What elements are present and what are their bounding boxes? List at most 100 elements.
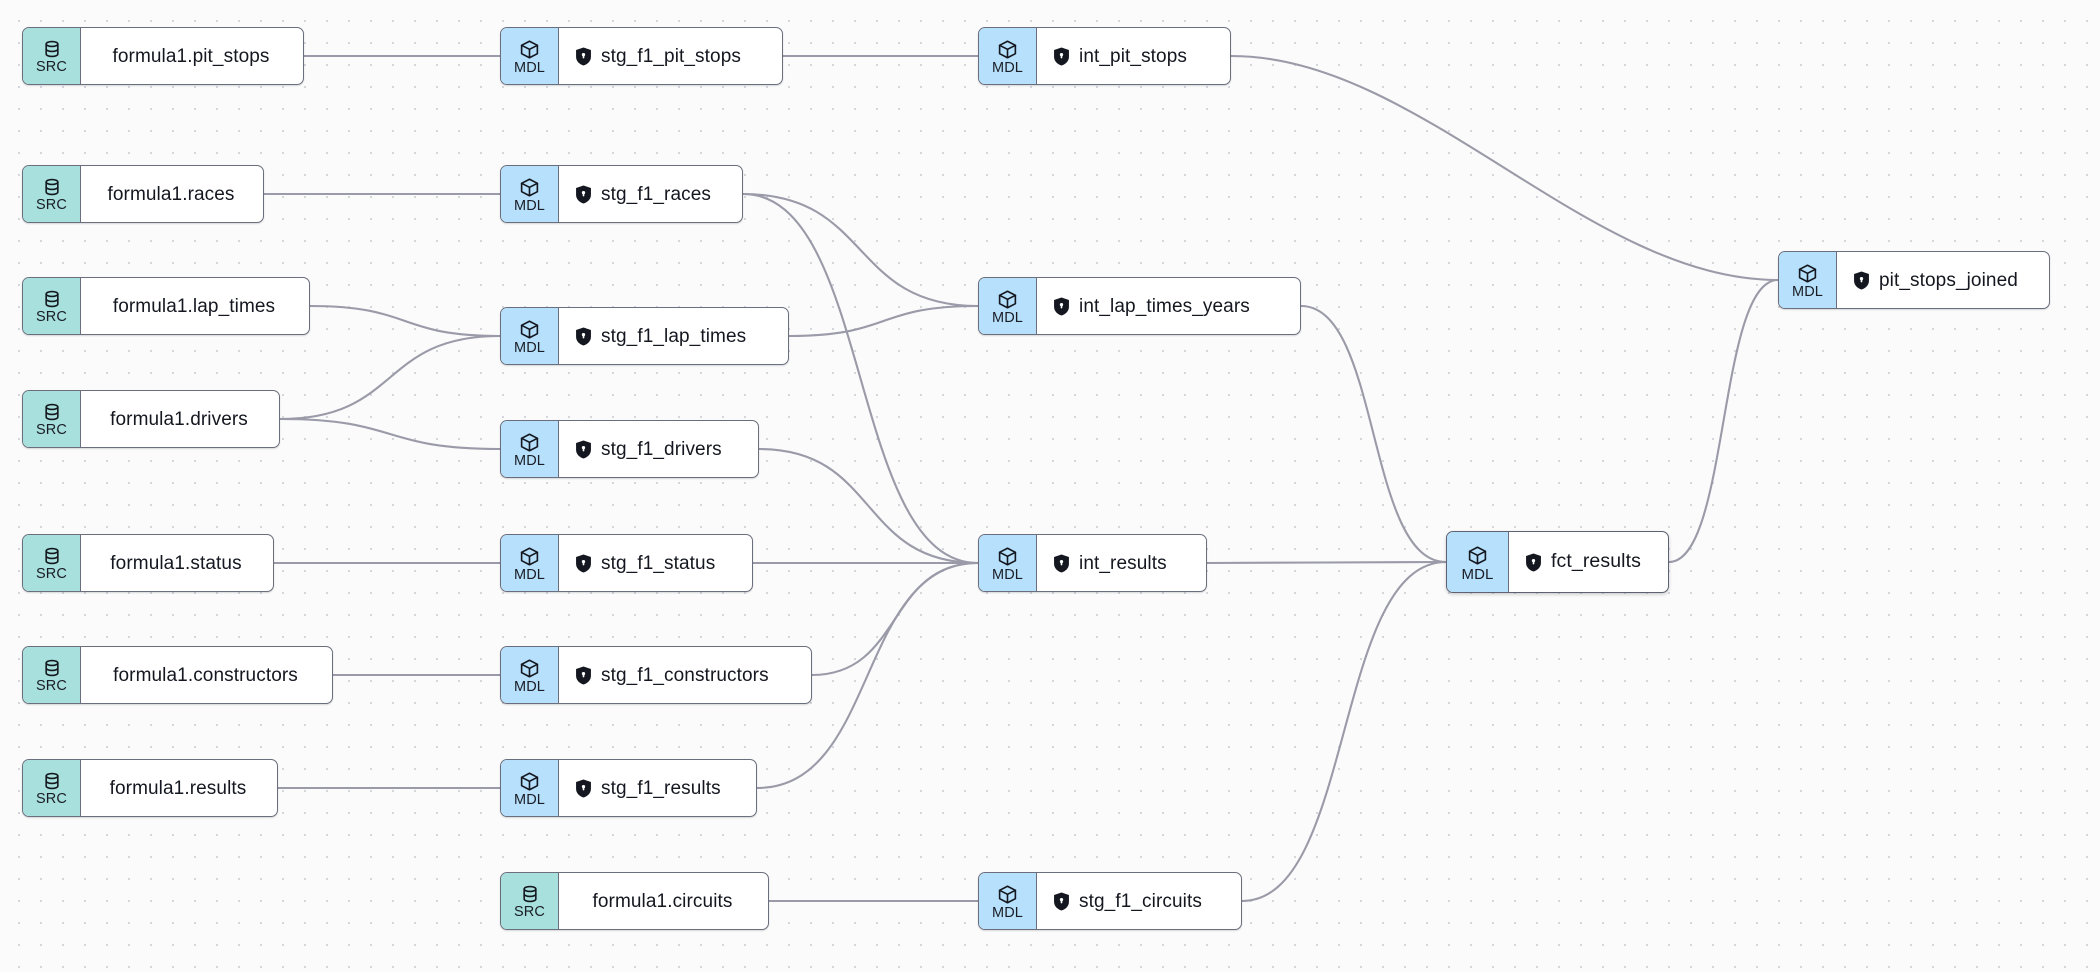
node-body: int_lap_times_years	[1037, 278, 1300, 334]
badge-text: MDL	[1792, 283, 1823, 300]
node-body: formula1.status	[81, 535, 273, 591]
node-pit_stops_joined[interactable]: MDL pit_stops_joined	[1778, 251, 2050, 309]
badge-text: SRC	[36, 309, 67, 326]
database-icon	[42, 402, 62, 422]
cube-icon	[997, 546, 1018, 567]
edge-int_pit_stops-to-pit_stops_joined	[1230, 54, 1779, 282]
shield-lock-icon	[575, 665, 592, 685]
badge-text: MDL	[514, 452, 545, 469]
shield-lock-icon	[1053, 891, 1070, 911]
node-label: formula1.lap_times	[112, 295, 276, 317]
shield-lock-icon	[575, 553, 592, 573]
cube-icon	[1467, 545, 1488, 566]
source-badge: SRC	[501, 873, 559, 929]
node-body: formula1.drivers	[81, 391, 279, 447]
edge-src_lap_times-to-stg_lap_times	[309, 304, 501, 338]
model-badge: MDL	[979, 535, 1037, 591]
cube-icon	[997, 884, 1018, 905]
database-icon	[42, 39, 62, 59]
node-label: formula1.pit_stops	[112, 45, 270, 67]
node-label: stg_f1_pit_stops	[601, 45, 741, 67]
edge-stg_circuits-to-fct_results	[1241, 560, 1447, 903]
source-badge: SRC	[23, 28, 81, 84]
source-badge: SRC	[23, 760, 81, 816]
source-badge: SRC	[23, 278, 81, 334]
node-label: formula1.results	[109, 777, 247, 799]
badge-text: MDL	[514, 197, 545, 214]
edge-stg_constructors-to-int_results	[811, 561, 979, 677]
cube-icon	[519, 771, 540, 792]
badge-text: SRC	[36, 422, 67, 439]
node-body: formula1.circuits	[559, 873, 768, 929]
node-body: stg_f1_pit_stops	[559, 28, 782, 84]
shield-lock-icon	[575, 439, 592, 459]
shield-lock-icon	[575, 46, 592, 66]
database-icon	[520, 884, 540, 904]
node-body: stg_f1_circuits	[1037, 873, 1241, 929]
node-label: formula1.races	[107, 183, 235, 205]
cube-icon	[997, 39, 1018, 60]
badge-text: MDL	[992, 309, 1023, 326]
shield-lock-icon	[1053, 296, 1070, 316]
node-label: pit_stops_joined	[1879, 269, 2018, 291]
badge-text: MDL	[514, 791, 545, 808]
model-badge: MDL	[501, 760, 559, 816]
node-fct_results[interactable]: MDL fct_results	[1446, 531, 1669, 593]
node-label: int_lap_times_years	[1079, 295, 1250, 317]
cube-icon	[519, 432, 540, 453]
node-body: stg_f1_results	[559, 760, 756, 816]
node-body: stg_f1_status	[559, 535, 752, 591]
node-int_lap_times_years[interactable]: MDL int_lap_times_years	[978, 277, 1301, 335]
node-src_results[interactable]: SRC formula1.results	[22, 759, 278, 817]
node-label: stg_f1_drivers	[601, 438, 722, 460]
cube-icon	[519, 39, 540, 60]
shield-lock-icon	[1053, 553, 1070, 573]
badge-text: MDL	[1461, 565, 1494, 583]
node-stg_drivers[interactable]: MDL stg_f1_drivers	[500, 420, 759, 478]
node-label: stg_f1_constructors	[601, 664, 769, 686]
cube-icon	[519, 319, 540, 340]
model-badge: MDL	[979, 278, 1037, 334]
node-label: stg_f1_results	[601, 777, 721, 799]
edge-fct_results-to-pit_stops_joined	[1668, 278, 1779, 564]
node-src_circuits[interactable]: SRC formula1.circuits	[500, 872, 769, 930]
edge-stg_lap_times-to-int_lap_times_years	[788, 304, 979, 338]
node-body: formula1.races	[81, 166, 263, 222]
node-src_pit_stops[interactable]: SRC formula1.pit_stops	[22, 27, 304, 85]
shield-lock-icon	[575, 326, 592, 346]
node-label: formula1.circuits	[592, 890, 733, 912]
shield-lock-icon	[575, 184, 592, 204]
edge-stg_races-to-int_lap_times_years	[742, 192, 979, 308]
cube-icon	[997, 289, 1018, 310]
database-icon	[42, 289, 62, 309]
source-badge: SRC	[23, 647, 81, 703]
badge-text: MDL	[514, 566, 545, 583]
edge-stg_races-to-int_results	[742, 192, 979, 565]
node-src_lap_times[interactable]: SRC formula1.lap_times	[22, 277, 310, 335]
node-stg_status[interactable]: MDL stg_f1_status	[500, 534, 753, 592]
node-body: fct_results	[1509, 532, 1668, 592]
database-icon	[42, 177, 62, 197]
model-badge: MDL	[501, 166, 559, 222]
badge-text: MDL	[514, 339, 545, 356]
node-stg_results[interactable]: MDL stg_f1_results	[500, 759, 757, 817]
badge-text: MDL	[992, 904, 1023, 921]
node-label: formula1.constructors	[113, 664, 298, 686]
node-src_constructors[interactable]: SRC formula1.constructors	[22, 646, 333, 704]
node-stg_circuits[interactable]: MDL stg_f1_circuits	[978, 872, 1242, 930]
edge-stg_drivers-to-int_results	[758, 447, 979, 565]
database-icon	[42, 546, 62, 566]
cube-icon	[519, 546, 540, 567]
node-body: formula1.results	[81, 760, 277, 816]
node-src_drivers[interactable]: SRC formula1.drivers	[22, 390, 280, 448]
